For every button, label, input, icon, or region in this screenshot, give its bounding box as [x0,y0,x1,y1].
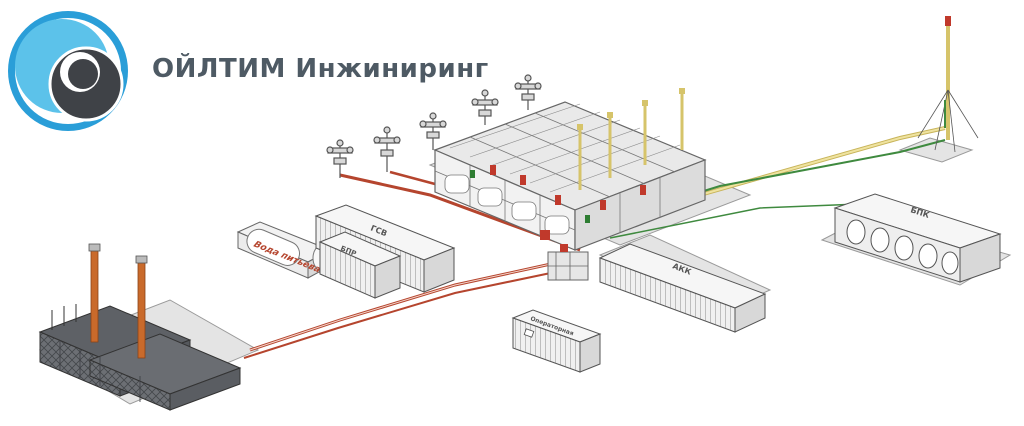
control-room-container: Операторная [511,309,602,373]
manifold-skid [547,244,589,281]
flare-stack [917,16,979,153]
wellhead-4 [471,89,499,125]
wellhead-3 [419,112,447,150]
exhaust-stack-2 [137,261,146,359]
exhaust-stack-1 [90,249,99,343]
power-station [38,243,242,411]
flare-tip [945,16,951,26]
wellhead-5 [514,74,542,110]
main-process-module [433,88,707,251]
left-container-front: БПР [318,231,402,299]
wellhead-2 [373,126,401,172]
company-name: ОЙЛТИМ Инжиниринг [152,54,489,84]
center-container: АКК [598,243,767,333]
right-container: БПК [833,193,1002,283]
company-logo [6,9,130,133]
wellhead-1 [326,139,354,178]
wellheads [326,74,542,178]
